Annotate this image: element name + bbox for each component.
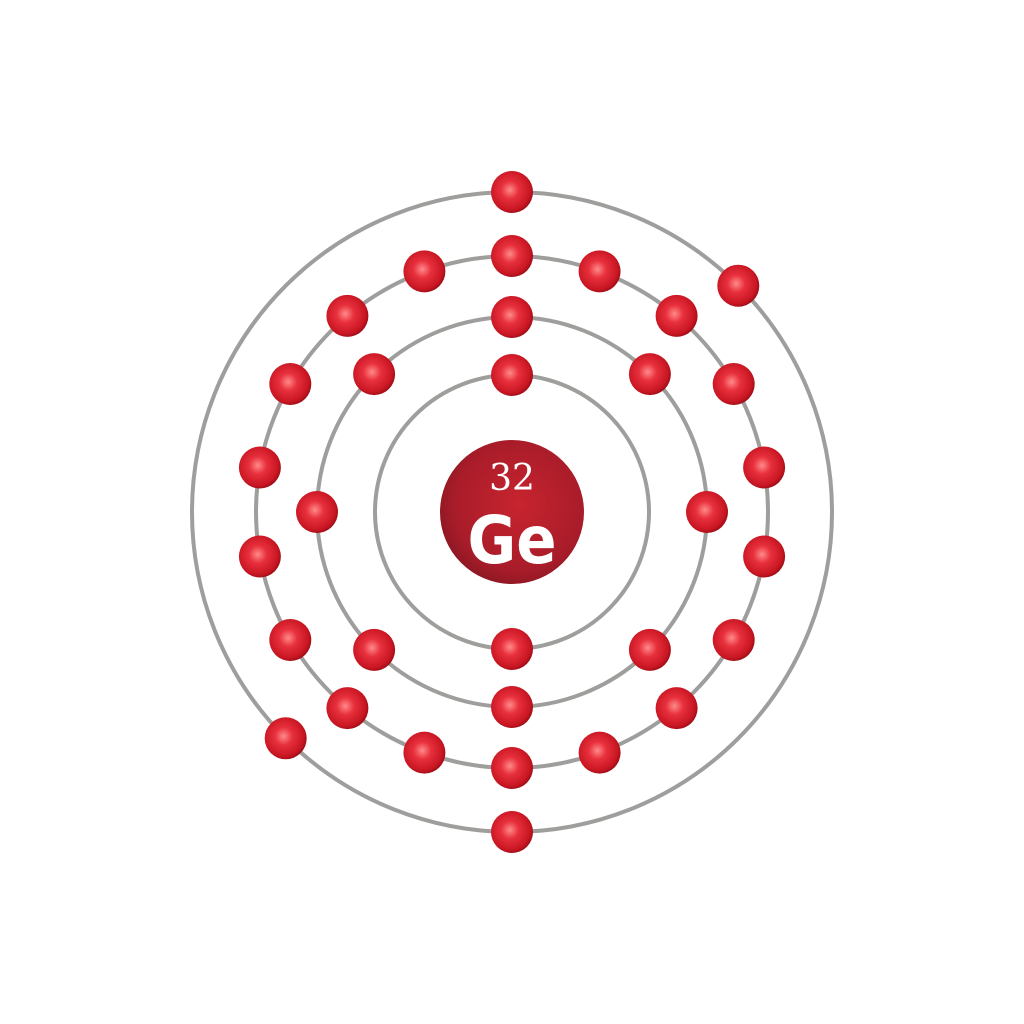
- electron-shell-3-16: [269, 363, 312, 405]
- electron-shell-4-1: [491, 171, 533, 213]
- electron-shell-3-18: [403, 250, 446, 293]
- electron-shell-2-1: [491, 296, 533, 338]
- electron-shell-3-3: [655, 294, 698, 337]
- electron-shell-3-8: [655, 687, 698, 730]
- electron-shell-1-2: [491, 628, 533, 670]
- electron-shell-3-4: [712, 363, 755, 405]
- electron-shell-3-6: [743, 535, 786, 578]
- electron-shell-2-4: [628, 628, 671, 671]
- electron-shell-4-2: [717, 264, 760, 307]
- electron-shell-3-17: [326, 294, 369, 337]
- electron-shell-3-12: [326, 687, 369, 730]
- nucleus-sphere: [440, 440, 584, 584]
- electron-shell-2-8: [353, 353, 396, 396]
- electron-shell-3-9: [578, 731, 621, 774]
- electrons: [238, 171, 786, 853]
- electron-shell-3-10: [491, 747, 533, 789]
- electron-shell-2-5: [491, 686, 533, 728]
- electron-shell-2-2: [628, 353, 671, 396]
- electron-shell-3-14: [238, 535, 281, 578]
- electron-shell-3-7: [712, 619, 755, 661]
- electron-shell-2-3: [686, 491, 728, 533]
- element-symbol: Ge: [467, 502, 556, 579]
- electron-shell-3-2: [578, 250, 621, 293]
- atomic-number: 32: [489, 458, 535, 499]
- electron-shell-3-5: [743, 446, 786, 489]
- electron-shell-3-13: [269, 619, 312, 661]
- electron-shell-2-7: [296, 491, 338, 533]
- electron-shell-2-6: [353, 628, 396, 671]
- nucleus: 32 Ge: [440, 440, 584, 584]
- electron-shell-3-11: [403, 731, 446, 774]
- electron-shell-4-4: [264, 717, 307, 760]
- electron-shell-1-1: [491, 354, 533, 396]
- electron-shell-3-15: [238, 446, 281, 489]
- electron-shell-3-1: [491, 235, 533, 277]
- electron-shell-4-3: [491, 811, 533, 853]
